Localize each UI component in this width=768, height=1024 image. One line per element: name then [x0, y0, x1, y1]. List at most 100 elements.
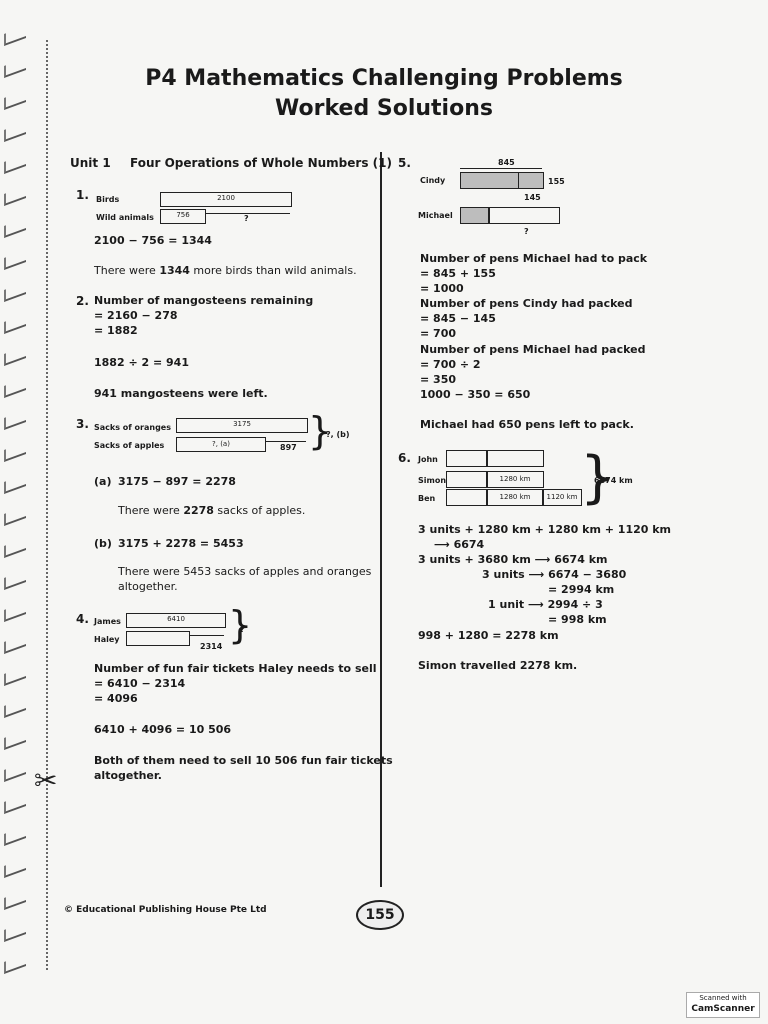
q5-bar-cindy-1 [460, 172, 520, 189]
publisher-footer: © Educational Publishing House Pte Ltd [64, 905, 267, 915]
q6-line7: = 998 km [548, 613, 607, 626]
q6-bar-simon-label: 1280 km [499, 475, 531, 483]
q3-bar-apples: ?, (a) [176, 437, 266, 452]
q6-bar-john-2 [486, 450, 544, 467]
q3-label-apples: Sacks of apples [94, 441, 165, 450]
q3b-calc: 3175 + 2278 = 5453 [118, 537, 244, 550]
q4-bar-james: 6410 [126, 613, 226, 628]
q4-label-james: James [94, 617, 121, 626]
camscanner-watermark: Scanned with CamScanner [686, 992, 760, 1018]
q4-label-haley: Haley [94, 635, 120, 644]
q6-brace: } [580, 445, 616, 510]
q5-bar-michael-1 [460, 207, 490, 224]
q6-line8: 998 + 1280 = 2278 km [418, 629, 559, 642]
q4-bar-haley [126, 631, 190, 646]
q3b-answer-line2: altogether. [118, 580, 178, 593]
q4-answer-line2: altogether. [94, 769, 162, 782]
q3-bar-apples-label: ?, (a) [212, 440, 230, 448]
page-number: 155 [356, 900, 404, 930]
q5-mid: 145 [524, 193, 541, 202]
q2-line1: Number of mangosteens remaining [94, 294, 314, 307]
q5-number: 5. [398, 156, 411, 170]
q5-line-6: Number of pens Michael had packed [420, 343, 646, 356]
spiral-binding [0, 20, 34, 990]
q5-line-2: = 1000 [420, 282, 464, 295]
q1-bar-wild: 756 [160, 209, 206, 224]
q5-line-5: = 700 [420, 327, 457, 340]
perforation-line [46, 40, 48, 970]
unit-number: Unit 1 [70, 156, 111, 170]
q6-bar-ben-3: 1120 km [542, 489, 582, 506]
q4-number: 4. [76, 612, 89, 626]
q2-number: 2. [76, 294, 89, 308]
watermark-line2: CamScanner [691, 1004, 755, 1014]
q3b-answer-line1: There were 5453 sacks of apples and oran… [118, 565, 372, 578]
q4-bar-james-label: 6410 [167, 615, 185, 623]
q5-top: 845 [498, 158, 515, 167]
page-subtitle: Worked Solutions [275, 96, 493, 121]
q5-bar-michael-2 [488, 207, 560, 224]
q3-brace: } [308, 409, 333, 453]
q5-bar-cindy-2 [518, 172, 544, 189]
q6-label-john: John [418, 455, 438, 464]
q1-number: 1. [76, 188, 89, 202]
q6-bar-simon-2: 1280 km [486, 471, 544, 488]
q3-number: 3. [76, 417, 89, 431]
q3-diff-arrow [266, 441, 306, 442]
q2-answer: 941 mangosteens were left. [94, 387, 268, 400]
scissors-icon: ✂ [34, 764, 58, 797]
unit-name: Four Operations of Whole Numbers (1) [130, 156, 392, 170]
q6-bar-simon-1 [446, 471, 488, 488]
q3-bar-oranges-label: 3175 [233, 420, 251, 428]
q3-diff: 897 [280, 443, 297, 452]
q5-label-cindy: Cindy [420, 176, 446, 185]
page-title: P4 Mathematics Challenging Problems [145, 66, 623, 91]
q1-calc: 2100 − 756 = 1344 [94, 234, 212, 247]
q3a-answer: There were 2278 sacks of apples. [118, 504, 306, 517]
q6-line6: 1 unit ⟶ 2994 ÷ 3 [488, 598, 603, 611]
q1-label-birds: Birds [96, 195, 120, 204]
q5-line-0: Number of pens Michael had to pack [420, 252, 648, 265]
q6-line2: ⟶ 6674 [434, 538, 485, 551]
q5-top-arrow [460, 168, 542, 169]
q3b-label: (b) [94, 537, 112, 550]
q1-unknown: ? [244, 214, 249, 223]
q5-unknown: ? [524, 227, 529, 236]
q1-label-wild: Wild animals [96, 213, 154, 222]
q1-bar-birds: 2100 [160, 192, 292, 207]
q5-line-3: Number of pens Cindy had packed [420, 297, 633, 310]
q4-diff-arrow [190, 635, 224, 636]
q6-label-ben: Ben [418, 494, 436, 503]
q4-line4: 6410 + 4096 = 10 506 [94, 723, 232, 736]
q4-brace: } [228, 603, 253, 647]
q5-line-8: = 350 [420, 373, 457, 386]
q5-right: 155 [548, 177, 565, 186]
q3-label-oranges: Sacks of oranges [94, 423, 171, 432]
q2-line4: 1882 ÷ 2 = 941 [94, 356, 189, 369]
column-divider [380, 152, 382, 887]
q1-bar-birds-label: 2100 [217, 194, 235, 202]
q5-line-7: = 700 ÷ 2 [420, 358, 481, 371]
q3a-calc: 3175 − 897 = 2278 [118, 475, 236, 488]
q6-bar-john-1 [446, 450, 488, 467]
q6-total: 6674 km [594, 476, 633, 485]
q4-line1: Number of fun fair tickets Haley needs t… [94, 662, 377, 675]
q5-line-1: = 845 + 155 [420, 267, 496, 280]
q5-answer: Michael had 650 pens left to pack. [420, 418, 634, 431]
q6-bar-ben-label2: 1120 km [546, 493, 578, 501]
q4-line2: = 6410 − 2314 [94, 677, 186, 690]
q6-line1: 3 units + 1280 km + 1280 km + 1120 km [418, 523, 672, 536]
q5-line-9: 1000 − 350 = 650 [420, 388, 531, 401]
q4-answer-line1: Both of them need to sell 10 506 fun fai… [94, 754, 393, 767]
q1-answer: There were 1344 more birds than wild ani… [94, 264, 357, 277]
watermark-line1: Scanned with [699, 994, 747, 1002]
q6-number: 6. [398, 451, 411, 465]
q2-line3: = 1882 [94, 324, 138, 337]
q3-total: ?, (b) [326, 430, 350, 439]
q6-bar-ben-2: 1280 km [486, 489, 544, 506]
q4-diff: 2314 [200, 642, 223, 651]
q2-line2: = 2160 − 278 [94, 309, 178, 322]
q5-label-michael: Michael [418, 211, 453, 220]
q6-line3: 3 units + 3680 km ⟶ 6674 km [418, 553, 608, 566]
